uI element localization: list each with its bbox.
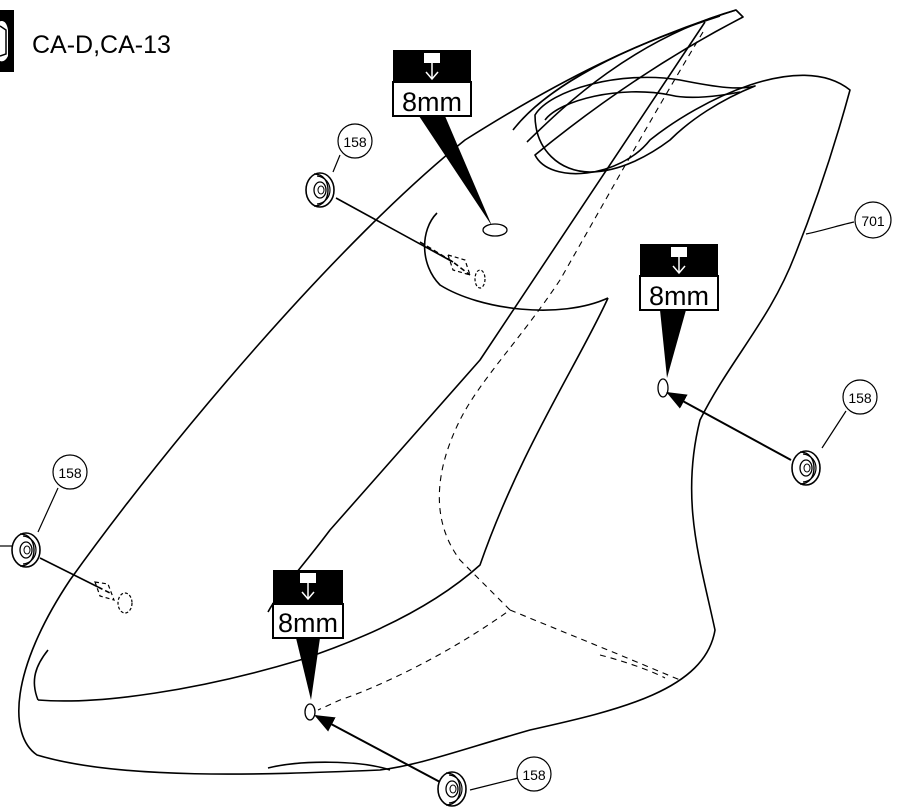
grommet-top xyxy=(305,172,486,289)
callout-701: 701 xyxy=(805,201,892,239)
chassis-icon xyxy=(0,10,14,72)
drill-size-label: 8mm xyxy=(649,281,709,311)
drill-hole xyxy=(657,378,669,398)
drill-marker-top: 8mm xyxy=(392,50,508,237)
drill-bit-icon xyxy=(424,53,440,81)
model-code: CA-D,CA-13 xyxy=(32,31,171,59)
grommet-bottom xyxy=(314,715,467,807)
hidden-edges xyxy=(317,31,704,711)
part-number: 158 xyxy=(58,465,82,481)
drill-marker-right: 8mm xyxy=(639,244,719,398)
grommet-right xyxy=(666,392,821,486)
drill-hole xyxy=(304,703,316,721)
drill-marker-bottom: 8mm xyxy=(272,570,344,721)
drill-bit-icon xyxy=(300,573,316,601)
drill-bit-icon xyxy=(671,247,687,275)
part-number: 701 xyxy=(861,213,885,229)
drill-size-label: 8mm xyxy=(402,87,462,117)
part-number: 158 xyxy=(522,767,546,783)
drill-size-label: 8mm xyxy=(278,608,338,638)
callout-158-bottom: 158 xyxy=(469,756,552,792)
part-number: 158 xyxy=(343,134,367,150)
grommet-left xyxy=(0,532,133,614)
callout-158-top: 158 xyxy=(332,123,373,173)
part-number: 158 xyxy=(848,390,872,406)
drill-hole xyxy=(482,223,508,237)
callout-158-right: 158 xyxy=(821,379,878,449)
callout-158-left: 158 xyxy=(37,454,88,533)
